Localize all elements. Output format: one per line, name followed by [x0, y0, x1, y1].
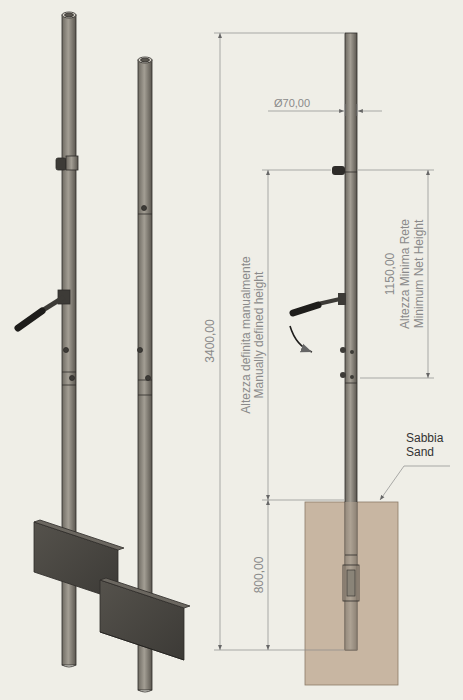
dimension-text: 1150,00 — [384, 252, 396, 297]
material-label: Sand — [405, 446, 435, 458]
dimension-text: Altezza definita manualmente — [240, 255, 252, 414]
dimension-text: 800,00 — [253, 556, 265, 595]
material-label: Sabbia — [405, 432, 444, 444]
dimension-lines — [214, 33, 450, 650]
dimension-text: 3400,00 — [204, 318, 216, 363]
dimension-text: Manually defined height — [253, 271, 265, 400]
sand-block — [305, 502, 398, 685]
dimension-text: Ø70,00 — [273, 98, 311, 109]
dimension-text: Minimum Net Height — [413, 219, 425, 330]
pole — [345, 33, 357, 650]
left-poles — [18, 12, 190, 692]
dimension-text: Altezza Minima Rete — [399, 218, 411, 330]
right-elevation — [290, 33, 398, 685]
